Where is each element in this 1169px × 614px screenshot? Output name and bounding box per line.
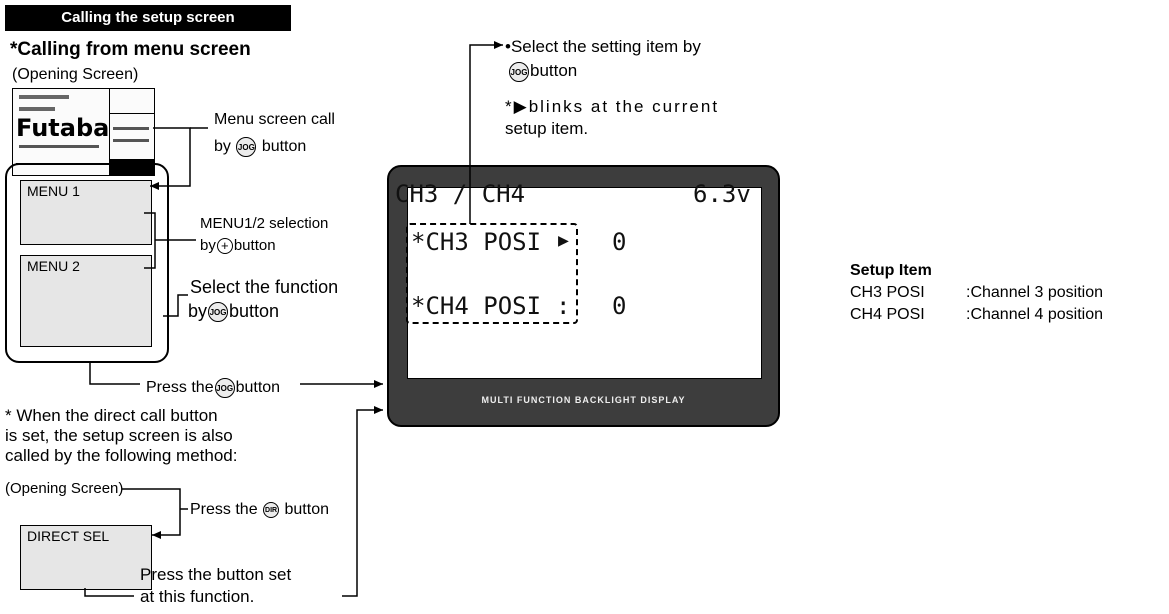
- press-dir-text: Press the DIR button: [190, 501, 329, 518]
- jog-button-icon: JOG: [236, 136, 257, 157]
- jog-button-icon-4: JOG: [509, 61, 529, 82]
- lcd-footer: MULTI FUNCTION BACKLIGHT DISPLAY: [481, 395, 686, 405]
- setup-item-title: Setup Item: [850, 262, 932, 279]
- lcd-row2-label: *CH4 POSI: [411, 292, 542, 320]
- menu-selection-text: MENU1/2 selection: [200, 215, 329, 232]
- menu-call-text-2: by JOG button: [214, 136, 307, 157]
- futaba-logo: Futaba: [16, 114, 110, 142]
- menu1-screen: MENU 1: [20, 180, 152, 245]
- lcd-device: MULTI FUNCTION BACKLIGHT DISPLAY: [387, 165, 780, 427]
- blink-note-line2: setup item.: [505, 119, 589, 138]
- blink-marker-icon: ▶: [513, 97, 529, 116]
- lcd-row2-value: 0: [612, 292, 627, 320]
- lcd-row1-label: *CH3 POSI: [411, 228, 542, 256]
- select-function-text: Select the function: [190, 277, 339, 297]
- lcd-row2-marker: :: [556, 292, 571, 320]
- blink-note-line1: *▶blinks at the current: [505, 97, 720, 116]
- menu-group-frame: [5, 163, 169, 363]
- select-item-text: •Select the setting item by: [505, 37, 701, 56]
- press-set-line2: at this function.: [140, 587, 255, 606]
- jog-button-icon-2: JOG: [208, 302, 229, 323]
- selection-dashed-box: [406, 223, 578, 324]
- setup-row-desc: :Channel 4 position: [966, 306, 1103, 323]
- menu2-screen: MENU 2: [20, 255, 152, 347]
- direct-note-line2: is set, the setup screen is also: [5, 426, 233, 445]
- press-set-line1: Press the button set: [140, 565, 292, 584]
- lcd-title: CH3 / CH4: [395, 180, 526, 208]
- lcd-row1-marker: ▶: [558, 230, 569, 251]
- direct-sel-screen: DIRECT SEL: [20, 525, 152, 590]
- setup-row-desc: :Channel 3 position: [966, 284, 1103, 301]
- subtitle: *Calling from menu screen: [10, 39, 251, 60]
- menu-selection-text-2: by+button: [200, 237, 276, 255]
- jog-button-icon-3: JOG: [214, 377, 235, 398]
- opening-screen-label: (Opening Screen): [12, 66, 139, 83]
- setup-row-name: CH4 POSI: [850, 306, 925, 323]
- lcd-voltage: 6.3v: [693, 180, 751, 208]
- menu-call-text: Menu screen call: [214, 111, 335, 128]
- section-header: Calling the setup screen: [5, 5, 291, 31]
- setup-row-name: CH3 POSI: [850, 284, 925, 301]
- direct-note-line3: called by the following method:: [5, 446, 238, 465]
- dir-button-icon: DIR: [263, 501, 280, 518]
- lcd-screen: [407, 187, 762, 379]
- opening-screen-label-2: (Opening Screen): [5, 480, 124, 497]
- direct-note-line1: * When the direct call button: [5, 406, 218, 425]
- plus-button-icon: +: [216, 238, 233, 255]
- lcd-row1-value: 0: [612, 228, 627, 256]
